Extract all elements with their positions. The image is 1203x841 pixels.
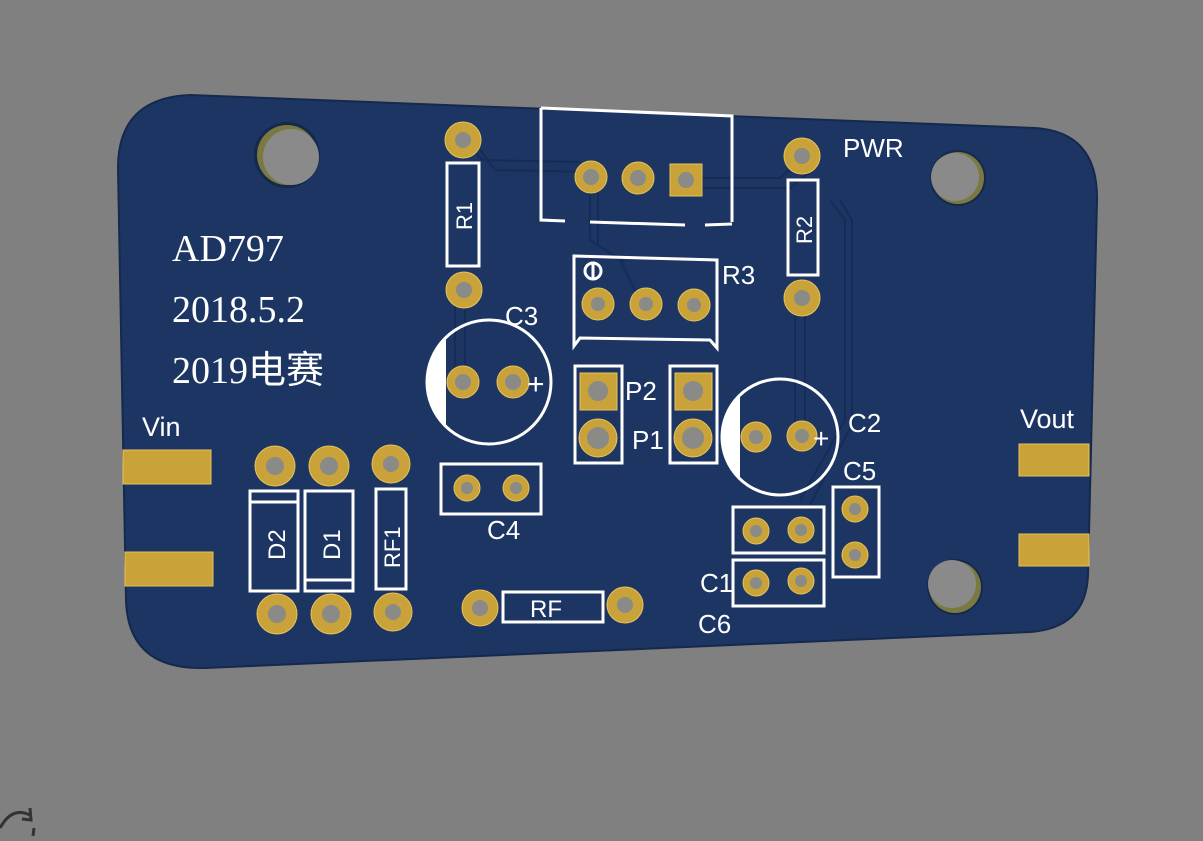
- capacitor-c3[interactable]: + C3: [425, 301, 553, 446]
- c6-label: C6: [698, 609, 731, 639]
- rotate-icon[interactable]: [0, 807, 36, 837]
- p1-label: P1: [632, 425, 664, 455]
- pwr-connector[interactable]: PWR: [539, 106, 904, 227]
- r2-label: R2: [792, 216, 817, 244]
- potentiometer-r3[interactable]: R3: [572, 254, 755, 352]
- mounting-hole-top-right: [930, 150, 986, 206]
- c1-label: C1: [700, 568, 733, 598]
- rf-label: RF: [530, 596, 562, 623]
- resistor-rf1[interactable]: RF1: [371, 444, 413, 632]
- jumper-p2-p1-right[interactable]: [668, 364, 719, 465]
- mounting-hole-bottom-right: [927, 559, 983, 615]
- vin-label: Vin: [142, 412, 181, 442]
- c5-label: C5: [843, 456, 876, 486]
- capacitor-c1[interactable]: [731, 558, 826, 608]
- board-title-line-1: AD797: [172, 228, 284, 270]
- mounting-hole-top-left: [254, 122, 320, 188]
- board-title-line-2: 2018.5.2: [172, 289, 305, 331]
- vin-pad-1[interactable]: [122, 449, 212, 485]
- c3-label: C3: [505, 301, 538, 331]
- vout-pad-2[interactable]: [1018, 533, 1090, 567]
- resistor-r1[interactable]: R1: [444, 121, 483, 309]
- diode-d1[interactable]: D1: [303, 445, 355, 635]
- rf1-label: RF1: [380, 526, 405, 568]
- vout-pad-1[interactable]: [1018, 443, 1090, 477]
- board-title-line-3: 2019电赛: [172, 350, 324, 392]
- r1-label: R1: [452, 202, 477, 230]
- capacitor-c4[interactable]: C4: [439, 462, 543, 545]
- resistor-rf[interactable]: RF: [461, 586, 644, 627]
- vout-label: Vout: [1020, 404, 1075, 434]
- c3-polarity-mark: +: [527, 368, 545, 401]
- vin-pad-2[interactable]: [124, 551, 214, 587]
- resistor-r2[interactable]: R2: [783, 137, 821, 317]
- p2-label: P2: [625, 376, 657, 406]
- vout-connector[interactable]: Vout: [1018, 404, 1090, 567]
- vin-connector[interactable]: Vin: [122, 412, 214, 587]
- c4-label: C4: [487, 515, 520, 545]
- jumper-p2-p1-left[interactable]: [573, 364, 624, 465]
- c2-label: C2: [848, 408, 881, 438]
- r3-label: R3: [722, 260, 755, 290]
- capacitor-c2[interactable]: + C2: [720, 377, 881, 497]
- d2-label: D2: [264, 529, 291, 560]
- d1-label: D1: [319, 529, 346, 560]
- capacitor-c5[interactable]: C5: [831, 456, 881, 579]
- capacitor-c6[interactable]: [731, 505, 826, 555]
- diode-d2[interactable]: D2: [248, 445, 300, 635]
- board-title-block: AD797 2018.5.2 2019电赛: [172, 228, 324, 392]
- pwr-label: PWR: [843, 133, 904, 163]
- c2-polarity-mark: +: [813, 423, 829, 454]
